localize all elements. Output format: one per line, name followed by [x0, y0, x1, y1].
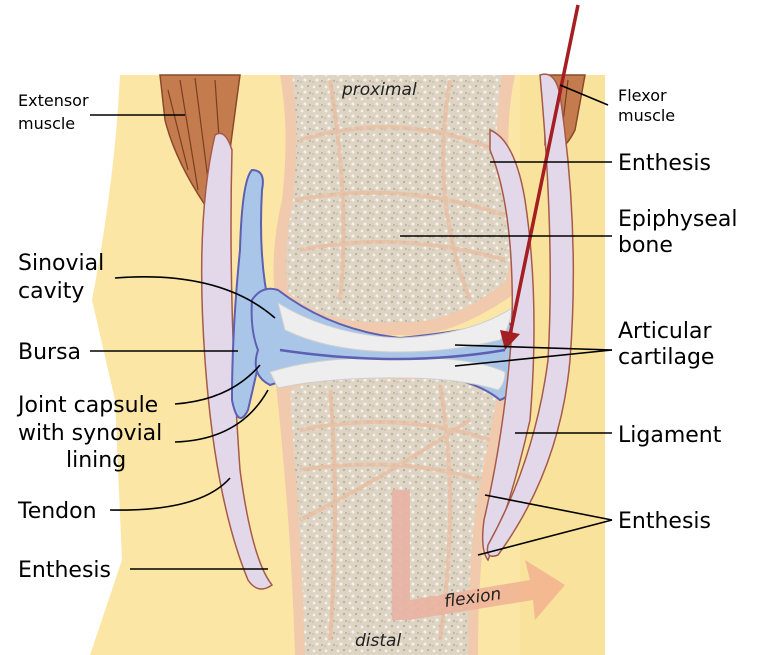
- extensor-muscle-label-2: muscle: [18, 114, 75, 133]
- extensor-muscle-label-1: Extensor: [18, 91, 89, 110]
- enthesis-left-label: Enthesis: [18, 558, 111, 583]
- synovial-cavity-label-1: Sinovial: [18, 251, 104, 276]
- flexor-muscle-label-2: muscle: [618, 106, 675, 125]
- joint-capsule-label-2: with synovial: [18, 421, 162, 446]
- articular-label-2: cartilage: [618, 345, 714, 370]
- flexor-muscle-label-1: Flexor: [618, 86, 667, 105]
- joint-capsule-label-3: lining: [66, 448, 126, 473]
- distal-label: distal: [355, 631, 401, 651]
- articular-label-1: Articular: [618, 319, 712, 344]
- femur: [274, 75, 526, 336]
- enthesis-right-label: Enthesis: [618, 509, 711, 534]
- synovial-cavity-label-2: cavity: [18, 279, 84, 304]
- proximal-label: proximal: [341, 80, 417, 100]
- ligament-label: Ligament: [618, 423, 722, 448]
- enthesis-top-label: Enthesis: [618, 151, 711, 176]
- joint-capsule-label-1: Joint capsule: [16, 393, 158, 418]
- epiphyseal-label-2: bone: [618, 233, 673, 258]
- bursa-label: Bursa: [18, 340, 81, 365]
- epiphyseal-label-1: Epiphyseal: [618, 207, 738, 232]
- tendon-label: Tendon: [17, 499, 97, 524]
